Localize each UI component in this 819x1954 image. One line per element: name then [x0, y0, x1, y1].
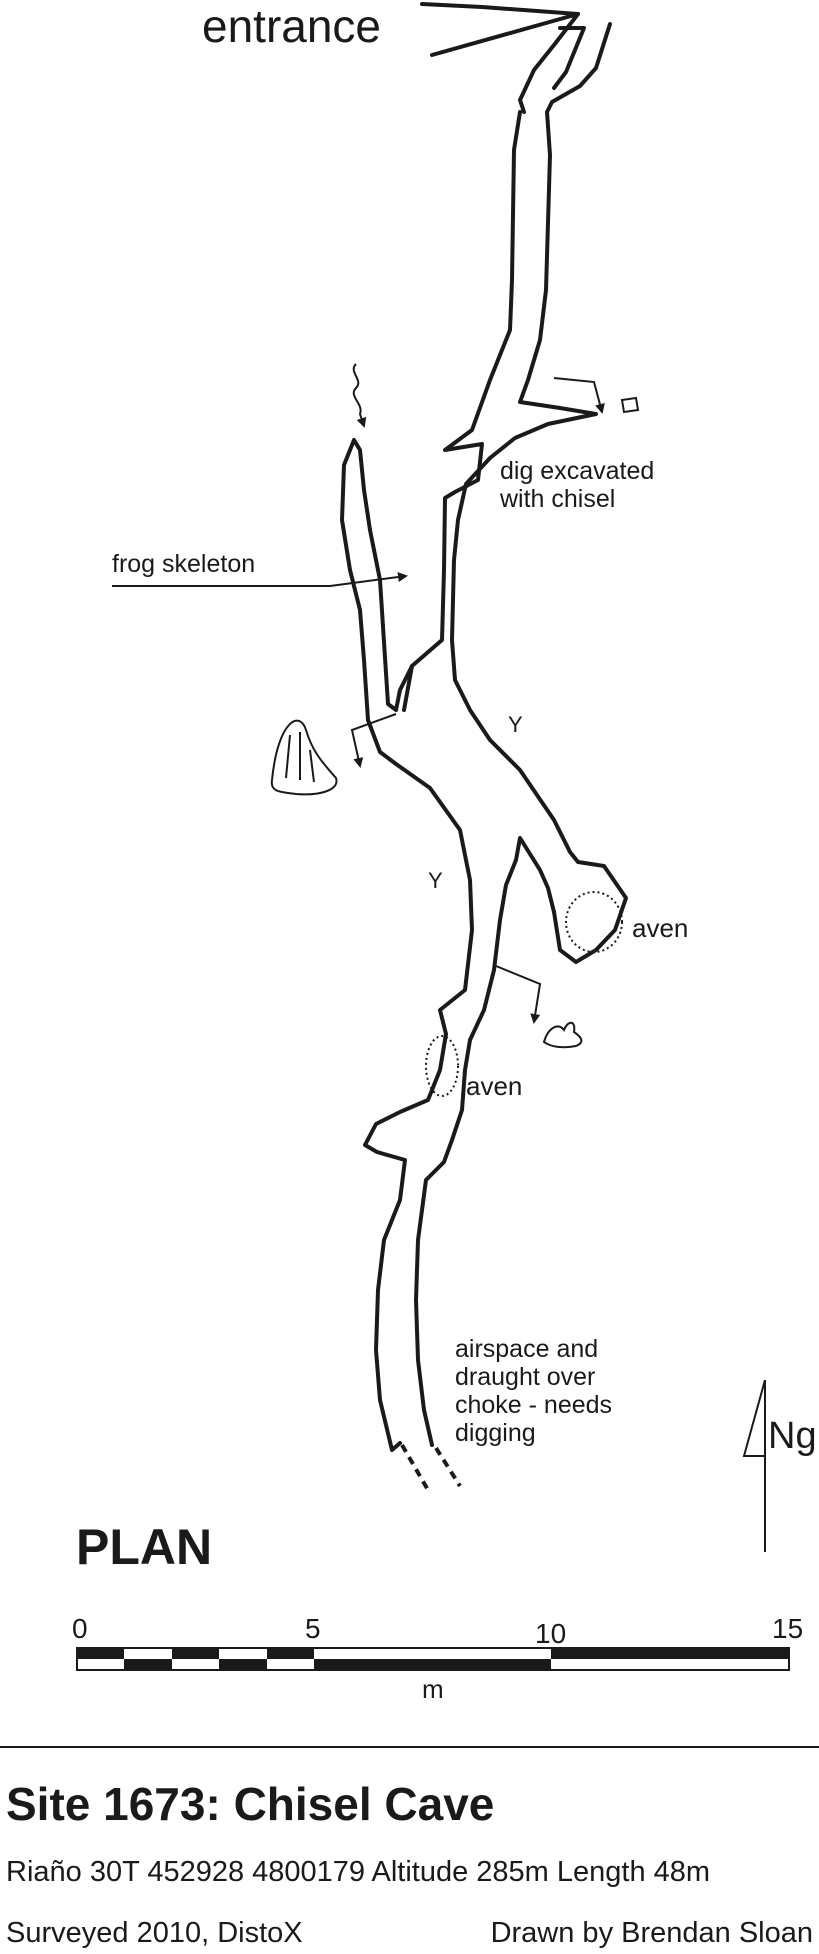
- y-marker-upper: Y: [508, 712, 523, 737]
- inlet-squiggle: [352, 363, 367, 428]
- frog-chamber: [340, 438, 414, 722]
- airspace-label-line-2: draught over: [455, 1363, 595, 1391]
- section-marker-3: [495, 965, 583, 1049]
- aven-label-lower: aven: [466, 1071, 522, 1101]
- dig-label-line-2: with chisel: [499, 485, 615, 513]
- entrance-label: entrance: [202, 0, 381, 52]
- frog-pointer: [112, 572, 408, 587]
- surveyed-credit: Surveyed 2010, DistoX: [6, 1917, 303, 1949]
- cave-plan-drawing: entrance dig excavated with chisel frog …: [0, 0, 819, 1748]
- y-marker-lower: Y: [428, 868, 443, 893]
- section-marker-1: [553, 377, 640, 414]
- scale-tick-0: 0: [72, 1613, 88, 1644]
- choke-dashes: [400, 1443, 462, 1492]
- airspace-label-line-3: choke - needs: [455, 1391, 612, 1419]
- aven-outline-lower: [425, 1035, 459, 1097]
- entrance-passage: [402, 2, 612, 712]
- section-marker-2: [270, 713, 397, 796]
- scale-tick-5: 5: [305, 1613, 321, 1644]
- airspace-label-line-4: digging: [455, 1419, 536, 1447]
- scale-bar: 0 5 10 15 m: [72, 1613, 803, 1704]
- frog-skeleton-label: frog skeleton: [112, 550, 255, 578]
- north-arrow: [742, 1379, 766, 1552]
- site-title: Site 1673: Chisel Cave: [6, 1778, 495, 1830]
- aven-label-upper: aven: [632, 913, 688, 943]
- scale-tick-10: 10: [535, 1618, 566, 1649]
- plan-heading: PLAN: [76, 1519, 212, 1575]
- location-info: Riaño 30T 452928 4800179 Altitude 285m L…: [6, 1856, 711, 1888]
- dig-label-line-1: dig excavated: [500, 457, 654, 485]
- scale-tick-15: 15: [772, 1613, 803, 1644]
- aven-outline-upper: [565, 891, 623, 953]
- airspace-label-line-1: airspace and: [455, 1335, 598, 1363]
- north-label: Ng: [768, 1415, 817, 1457]
- drawn-credit: Drawn by Brendan Sloan: [490, 1917, 813, 1949]
- main-passage: [363, 638, 628, 1452]
- scale-unit: m: [422, 1674, 444, 1704]
